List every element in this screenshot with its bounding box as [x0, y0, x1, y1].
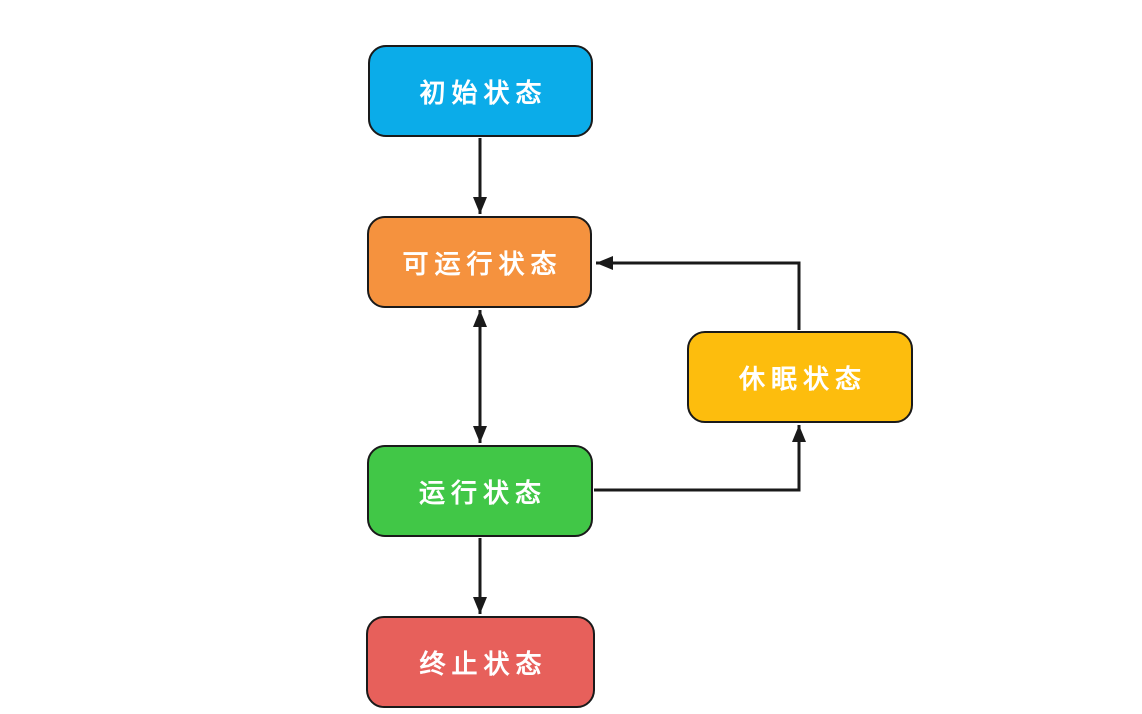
edge-running-to-sleep — [594, 425, 806, 492]
node-running-state: 运行状态 — [367, 445, 593, 537]
node-label: 终止状态 — [419, 649, 548, 680]
node-runnable-state: 可运行状态 — [367, 216, 592, 308]
node-label: 初始状态 — [419, 78, 548, 109]
node-terminated-state: 终止状态 — [366, 616, 595, 708]
node-label: 休眠状态 — [738, 364, 867, 395]
node-sleep-state: 休眠状态 — [687, 331, 913, 423]
edge-sleep-to-runnable — [596, 256, 801, 330]
node-initial-state: 初始状态 — [368, 45, 593, 137]
node-label: 可运行状态 — [402, 249, 563, 280]
node-label: 运行状态 — [418, 478, 547, 509]
